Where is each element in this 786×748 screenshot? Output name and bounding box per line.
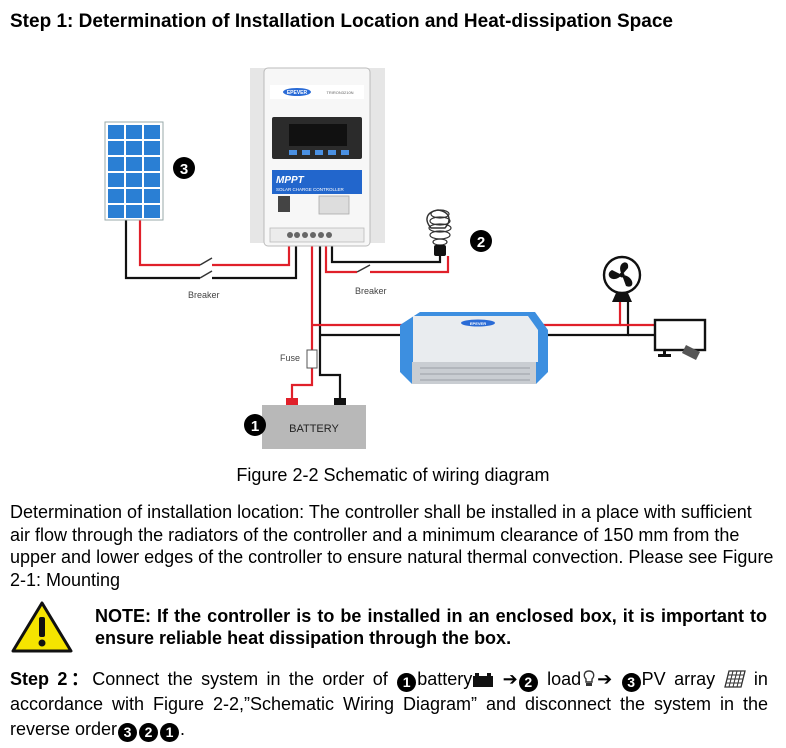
load-positive-wire <box>324 245 357 274</box>
fan-load <box>602 255 642 302</box>
figure-caption: Figure 2-2 Schematic of wiring diagram <box>236 465 550 485</box>
battery-negative-wire <box>318 245 342 400</box>
marker-3: 3 <box>180 161 188 178</box>
bulb-icon <box>583 670 595 686</box>
controller-mppt: MPPT <box>276 175 305 186</box>
ac-wire-black <box>535 300 630 337</box>
battery-positive-wire-2 <box>290 368 314 400</box>
pv-negative-wire <box>124 220 200 280</box>
pv-positive-wire <box>138 220 200 267</box>
bulb-load <box>426 209 452 256</box>
battery-icon <box>473 673 494 687</box>
step2-pv: PV array <box>641 669 716 689</box>
marker-2: 2 <box>477 234 485 251</box>
step2-rev-2: 2 <box>139 723 159 742</box>
arrow-icon: ➔ <box>502 669 518 689</box>
step2-rev-3: 3 <box>118 723 138 742</box>
controller-model: TRIRON3210N <box>326 90 353 95</box>
warning-icon <box>11 601 73 653</box>
marker-2-circle <box>470 230 492 252</box>
battery <box>262 398 366 449</box>
marker-1-circle <box>244 414 266 436</box>
wires <box>124 220 655 400</box>
step2-num-3: 3 <box>621 673 641 692</box>
monitor-load <box>653 318 707 360</box>
step2-num-2: 2 <box>518 673 538 692</box>
fuse-label: Fuse <box>280 353 300 363</box>
ac-wire-red <box>535 300 622 327</box>
pv-array-icon <box>723 670 746 688</box>
step2-paragraph: Step 2：Connect the system in the order o… <box>10 667 768 742</box>
load-positive-wire-2 <box>370 256 450 274</box>
controller-brand: EPEVER <box>287 90 308 96</box>
breaker-right <box>356 264 371 273</box>
wiring-diagram: Breaker Breaker Fuse 3 <box>104 67 707 449</box>
step2-num-1: 1 <box>397 673 417 692</box>
breaker-right-label: Breaker <box>355 286 387 296</box>
load-negative-wire <box>330 245 442 264</box>
pv-negative-wire-2 <box>212 245 298 280</box>
installation-paragraph: Determination of installation location: … <box>10 502 774 590</box>
step2-colon: ： <box>67 669 93 689</box>
step2-text-b: in accordance with Figure 2-2,”Schematic… <box>10 669 768 739</box>
arrow-icon: ➔ <box>597 669 613 689</box>
note-text: NOTE: If the controller is to be install… <box>95 606 767 648</box>
breaker-left-label: Breaker <box>188 290 220 300</box>
charge-controller <box>250 67 385 247</box>
step2-label: Step 2 <box>10 669 68 689</box>
inverter <box>400 312 548 384</box>
pv-positive-wire-2 <box>212 245 291 267</box>
step2-battery: battery <box>417 669 473 689</box>
step2-text-a: Connect the system in the order of <box>92 669 397 689</box>
solar-panel <box>104 121 164 221</box>
inverter-brand: EPEVER <box>470 321 486 326</box>
controller-subtitle: SOLAR CHARGE CONTROLLER <box>276 187 345 192</box>
marker-1: 1 <box>251 418 259 435</box>
battery-label: BATTERY <box>289 423 339 435</box>
fuse <box>306 349 318 369</box>
step2-end: . <box>180 719 186 739</box>
breaker-left <box>199 257 213 279</box>
step2-rev-1: 1 <box>160 723 180 742</box>
page-heading: Step 1: Determination of Installation Lo… <box>10 11 673 32</box>
marker-3-circle <box>173 157 195 179</box>
step2-load: load <box>538 669 582 689</box>
